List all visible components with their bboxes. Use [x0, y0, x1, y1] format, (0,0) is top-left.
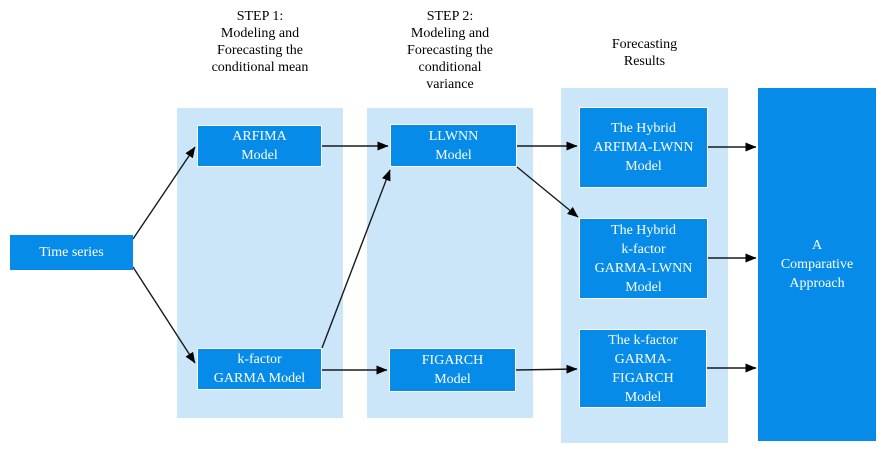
header-forecasting-results: Forecasting Results [611, 37, 678, 69]
node-kfactor-garma-model: k-factor GARMA Model [197, 348, 322, 390]
node-kfactor-garma-figarch-model: The k-factor GARMA- FIGARCH Model [579, 329, 707, 408]
node-llwnn-model: LLWNN Model [390, 124, 517, 167]
header-step1: STEP 1: Modeling and Forecasting the con… [211, 9, 309, 75]
node-figarch-model: FIGARCH Model [389, 348, 516, 392]
node-time-series: Time series [10, 235, 133, 270]
node-hybrid-arfima-lwnn-model: The Hybrid ARFIMA-LWNN Model [579, 107, 708, 188]
node-arfima-model: ARFIMA Model [197, 125, 322, 167]
node-hybrid-kfactor-garma-lwnn-model: The Hybrid k-factor GARMA-LWNN Model [579, 218, 708, 299]
header-step2: STEP 2: Modeling and Forecasting the con… [407, 9, 493, 92]
node-comparative-approach: A Comparative Approach [758, 88, 876, 441]
